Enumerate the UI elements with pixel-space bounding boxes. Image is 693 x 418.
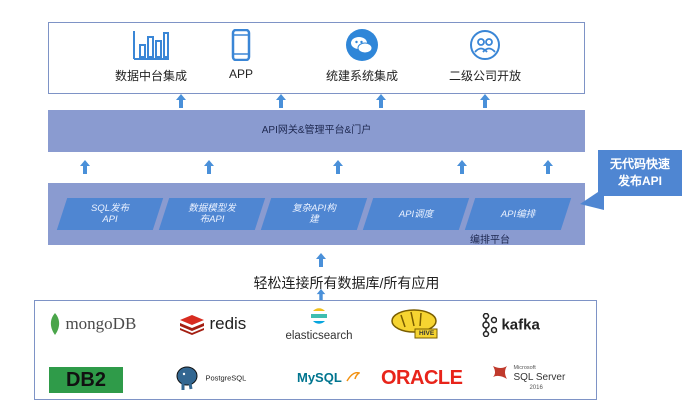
connect-all-text: 轻松连接所有数据库/所有应用 [253,275,440,291]
mongodb-logo: mongoDB [49,313,136,335]
gateway-label: API网关&管理平台&门户 [261,125,372,136]
postgresql-text: PostgreSQL [205,373,247,383]
up-arrow-icon [204,160,214,174]
data-model-api-box: 数据模型发 布API [188,203,236,225]
up-arrow-icon [316,253,326,267]
users-icon [470,30,500,60]
sqlserver-sub: Microsoft [513,365,536,371]
up-arrow-icon [457,160,467,174]
sqlserver-logo: Microsoft SQL Server 2016 [491,363,565,393]
top-item-label: 统建系统集成 [325,69,398,83]
postgresql-logo: PostgreSQL [175,365,246,391]
orchestration-platform-box: SQL发布 API 数据模型发 布API 复杂API构 建 API调度 API编… [48,183,585,246]
sqlserver-year: 2016 [529,385,543,391]
up-arrow-icon [480,94,490,108]
up-arrow-icon [176,94,186,108]
kafka-logo: kafka [481,312,540,338]
api-schedule-box: API调度 [398,208,434,220]
elasticsearch-text: elasticsearch [285,330,353,342]
oracle-text: ORACLE [381,367,463,389]
application-layer-box: 数据中台集成 APP 统建系统集成 二级公司开放 [48,22,585,94]
api-orchestration-box: API编排 [500,208,536,220]
complex-api-box: 复杂API构 建 [292,203,336,225]
db2-logo: DB2 [49,367,123,393]
top-item-data-platform: 数据中台集成 [96,29,206,84]
up-arrow-icon [543,160,553,174]
top-item-label: 数据中台集成 [114,69,187,83]
elasticsearch-icon [311,308,327,324]
callout-line2: 发布API [617,174,662,188]
sqlserver-text: SQL Server [513,372,566,383]
bar-chart-icon [133,31,169,60]
sqlserver-icon [493,366,507,379]
mysql-logo: MySQL [297,369,361,387]
callout-badge: 无代码快速 发布API [598,150,682,196]
top-item-app: APP [186,29,296,81]
redis-logo: redis [179,313,246,335]
top-item-label: APP [228,67,253,81]
mysql-dolphin-icon [346,371,361,382]
kafka-text: kafka [501,316,540,334]
top-item-system-integration: 统建系统集成 [307,29,417,84]
top-item-subsidiary-open: 二级公司开放 [430,29,540,84]
mysql-text: MySQL [297,370,342,385]
top-item-label: 二级公司开放 [448,69,521,83]
redis-text: redis [209,314,247,333]
wechat-icon [346,29,378,61]
hive-logo: HIVE [387,307,441,346]
mongodb-leaf-icon [50,313,60,335]
up-arrow-icon [376,94,386,108]
sqlserver-text-block: Microsoft SQL Server 2016 [513,363,565,393]
mongodb-text: mongoDB [65,314,137,333]
hive-bee-icon [391,309,438,339]
api-gateway-bar: API网关&管理平台&门户 [48,110,585,152]
elasticsearch-logo: elasticsearch [281,307,357,342]
up-arrow-icon [333,160,343,174]
callout-line1: 无代码快速 [609,157,670,171]
db2-text: DB2 [65,369,106,391]
up-arrow-icon [276,94,286,108]
redis-cube-icon [180,315,204,335]
phone-icon [231,29,251,61]
postgresql-elephant-icon [176,366,198,390]
up-arrow-icon [80,160,90,174]
up-arrow-icon [316,289,326,301]
oracle-logo: ORACLE [381,367,463,390]
sql-publish-api-box: SQL发布 API [90,203,129,225]
kafka-icon [482,312,498,338]
data-sources-box: mongoDB redis elasticsearch HIVE [34,300,597,400]
hive-text: HIVE [419,330,435,337]
platform-label: 编排平台 [470,235,510,246]
